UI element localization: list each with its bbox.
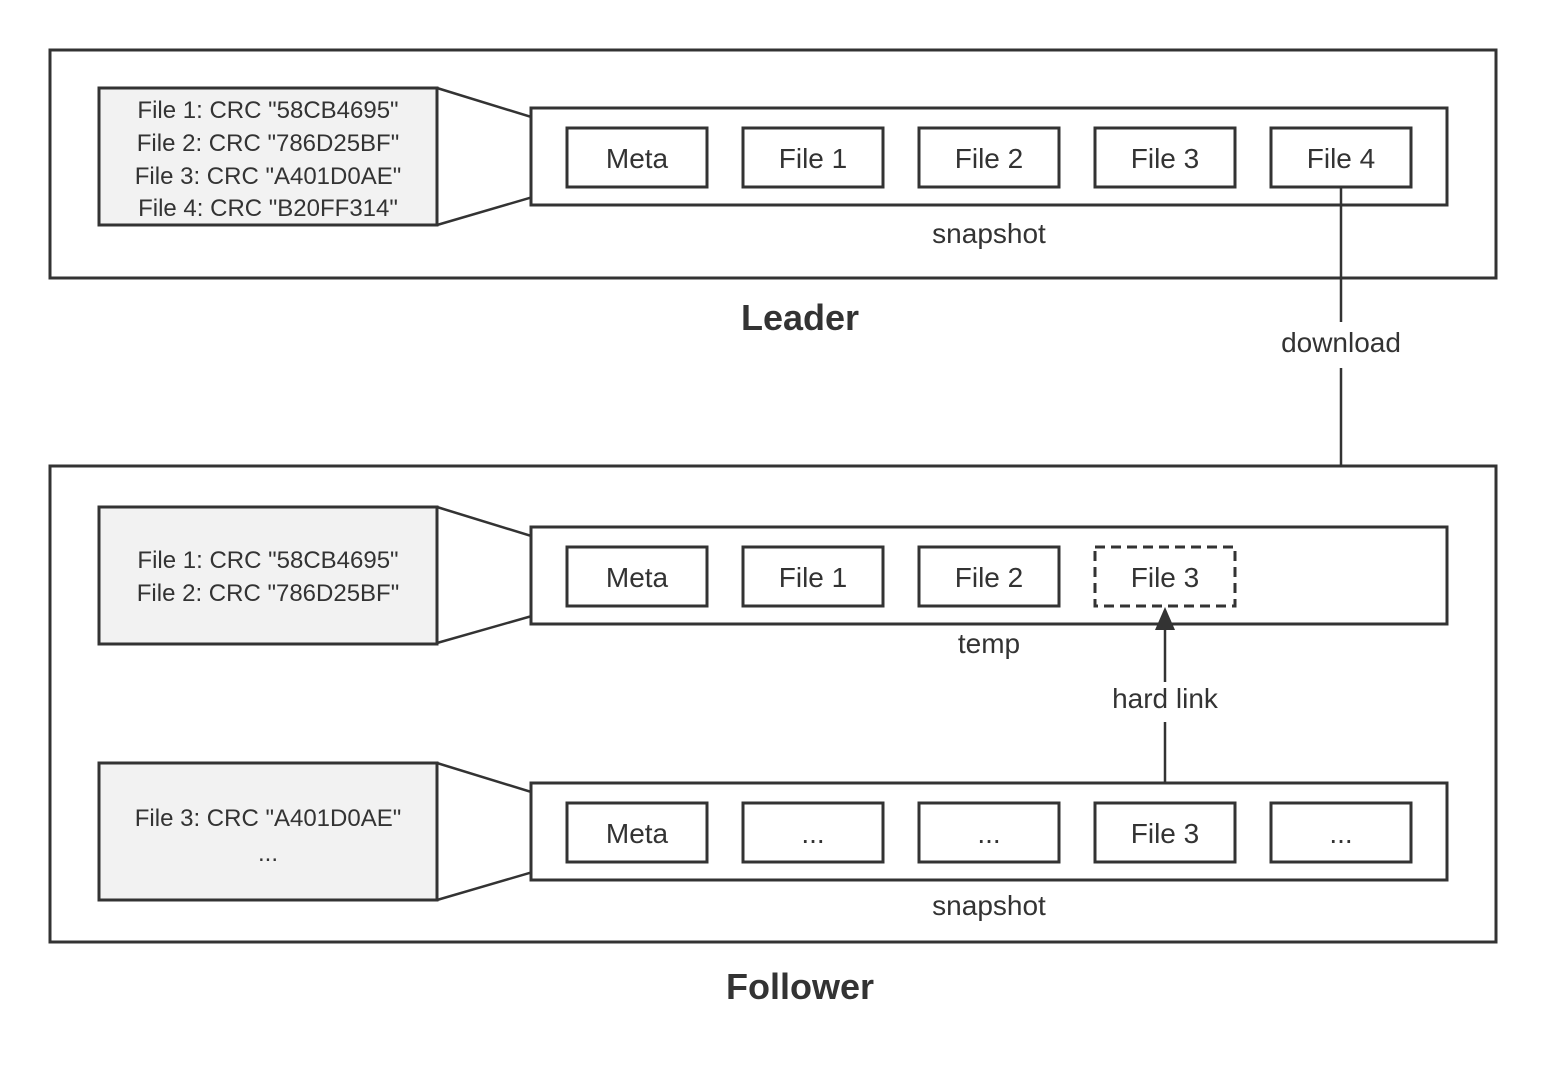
follower-file-label: ...: [977, 818, 1000, 849]
leader-file-label: File 2: [955, 143, 1023, 174]
leader-meta-panel: [97, 86, 439, 227]
leader-file-1: [741, 126, 885, 189]
leader-meta-line: File 4: CRC "B20FF314": [138, 195, 398, 222]
follower-file-label: ...: [801, 818, 824, 849]
follower-file-ellipsis: [1269, 801, 1413, 864]
leader-file-label: File 4: [1307, 143, 1375, 174]
leader-meta-line: File 3: CRC "A401D0AE": [135, 163, 401, 190]
temp-file-2: [917, 545, 1061, 608]
follower-file-label: Meta: [606, 818, 669, 849]
follower-file-ellipsis: [741, 801, 885, 864]
temp-file-meta: [565, 545, 709, 608]
temp-meta-line: File 2: CRC "786D25BF": [137, 580, 399, 607]
follower-file-label: ...: [1329, 818, 1352, 849]
leader-title: Leader: [741, 297, 859, 338]
leader-snapshot-label: snapshot: [932, 218, 1046, 249]
temp-file-label: File 3: [1131, 562, 1199, 593]
temp-file-label: File 1: [779, 562, 847, 593]
leader-file-2: [917, 126, 1061, 189]
leader-file-3: [1093, 126, 1237, 189]
follower-title: Follower: [726, 966, 874, 1007]
temp-file-1: [741, 545, 885, 608]
leader-file-label: File 1: [779, 143, 847, 174]
leader-file-label: File 3: [1131, 143, 1199, 174]
follower-file-meta: [565, 801, 709, 864]
follower-file-label: File 3: [1131, 818, 1199, 849]
follower-snapshot-label: snapshot: [932, 890, 1046, 921]
follower-meta-line: ...: [258, 840, 278, 867]
hard-link-label: hard link: [1112, 683, 1219, 714]
leader-file-meta: [565, 126, 709, 189]
hard-link-arrowhead: [1155, 607, 1175, 630]
temp-label: temp: [958, 628, 1020, 659]
temp-file-3-hardlinked: [1093, 545, 1237, 608]
leader-file-label: Meta: [606, 143, 669, 174]
follower-meta-line: File 3: CRC "A401D0AE": [135, 805, 401, 832]
follower-meta-panel: [97, 761, 439, 902]
temp-meta-line: File 1: CRC "58CB4695": [137, 547, 398, 574]
download-label: download: [1281, 327, 1401, 358]
temp-file-label: File 2: [955, 562, 1023, 593]
leader-meta-line: File 2: CRC "786D25BF": [137, 130, 399, 157]
follower-file-ellipsis: [917, 801, 1061, 864]
temp-meta-panel: [97, 505, 439, 646]
temp-file-label: Meta: [606, 562, 669, 593]
leader-meta-line: File 1: CRC "58CB4695": [137, 97, 398, 124]
follower-file-3: [1093, 801, 1237, 864]
